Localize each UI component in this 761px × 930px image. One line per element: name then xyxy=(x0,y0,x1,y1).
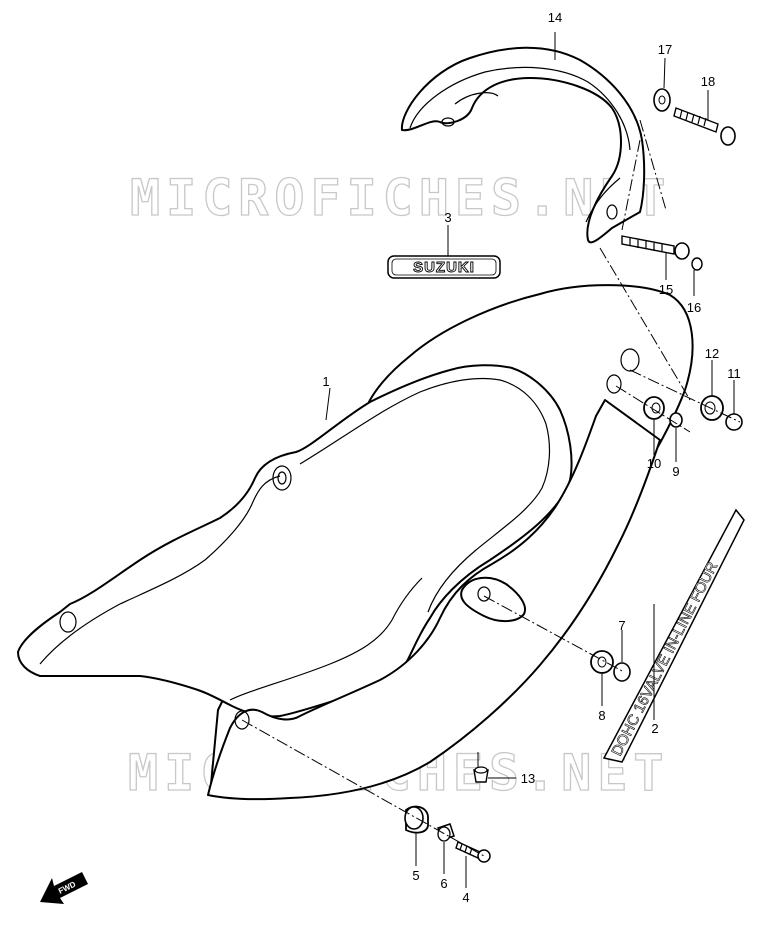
collar-9 xyxy=(669,412,683,428)
callout-numbers: 1 2 3 4 5 6 7 8 9 10 11 12 13 14 15 16 1… xyxy=(322,10,740,905)
callout-2: 2 xyxy=(651,721,658,736)
callout-9: 9 xyxy=(672,464,679,479)
collar-6 xyxy=(437,823,455,842)
grommet-5 xyxy=(404,805,429,834)
nut-16 xyxy=(691,257,703,271)
grab-handle xyxy=(400,46,646,244)
callout-14: 14 xyxy=(548,10,562,25)
emblem-text: SUZUKI xyxy=(413,259,475,276)
callout-18: 18 xyxy=(701,74,715,89)
bolt-15 xyxy=(621,235,690,260)
callout-1: 1 xyxy=(322,374,329,389)
callout-8: 8 xyxy=(598,708,605,723)
bolt-18 xyxy=(673,107,736,146)
callout-13: 13 xyxy=(521,771,535,786)
assembly-lines xyxy=(241,119,741,857)
callout-5: 5 xyxy=(412,868,419,883)
callout-4: 4 xyxy=(462,890,469,905)
collar-7 xyxy=(613,662,631,682)
clip-13 xyxy=(473,766,489,783)
fwd-arrow-icon: FWD xyxy=(40,872,88,904)
callout-7: 7 xyxy=(618,618,625,633)
leader-lines xyxy=(325,32,735,888)
callout-15: 15 xyxy=(659,282,673,297)
grommet-12 xyxy=(700,395,724,421)
washer-17 xyxy=(653,88,671,112)
grommet-10 xyxy=(643,396,665,420)
side-decal: DOHC 16VALVE IN-LINE FOUR xyxy=(602,508,745,763)
decal-text: DOHC 16VALVE IN-LINE FOUR xyxy=(608,559,721,759)
seat-tail-cover xyxy=(17,284,694,801)
callout-17: 17 xyxy=(658,42,672,57)
grommet-8 xyxy=(590,650,614,674)
callout-3: 3 xyxy=(444,210,451,225)
callout-10: 10 xyxy=(647,456,661,471)
suzuki-emblem: SUZUKI xyxy=(387,255,501,279)
callout-16: 16 xyxy=(687,300,701,315)
watermark-top: MICROFICHES.NET xyxy=(130,169,672,227)
callout-12: 12 xyxy=(705,346,719,361)
callout-6: 6 xyxy=(440,876,447,891)
bolt-4 xyxy=(455,841,491,863)
callout-11: 11 xyxy=(727,366,741,381)
